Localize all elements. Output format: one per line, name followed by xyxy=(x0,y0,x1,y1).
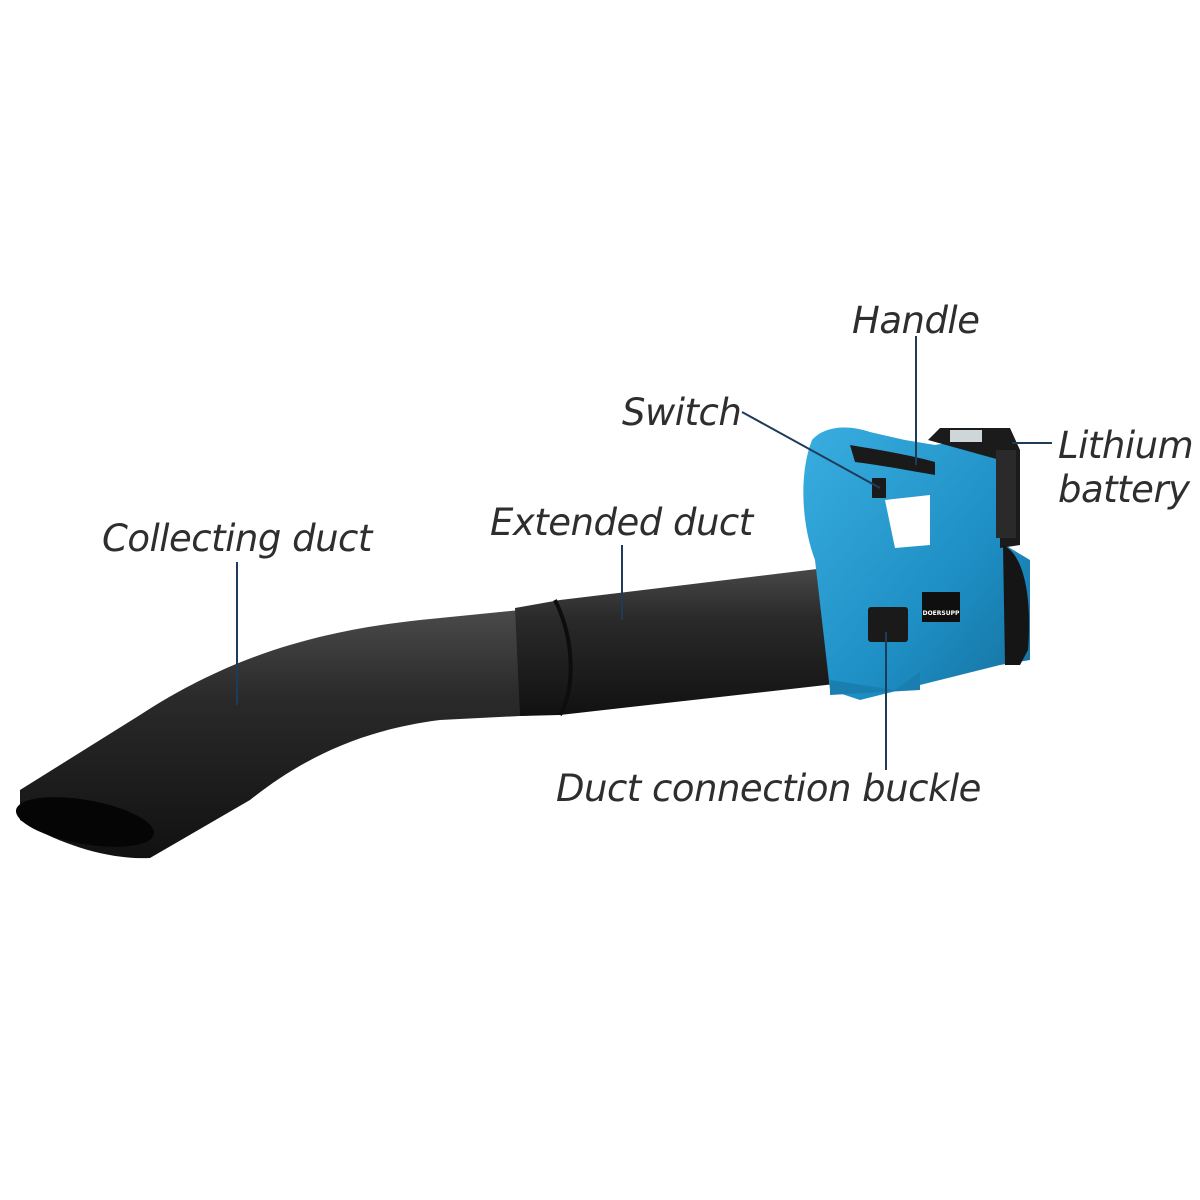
blower-body xyxy=(803,427,1030,700)
label-lithium-battery-line2: battery xyxy=(1058,468,1190,511)
handle-grip xyxy=(850,445,935,475)
label-lithium-battery-line1: Lithium xyxy=(1058,424,1194,467)
label-extended-duct: Extended duct xyxy=(490,501,753,544)
duct-opening xyxy=(15,797,155,847)
handle-opening xyxy=(885,495,930,548)
rear-cap xyxy=(1003,545,1030,665)
label-collecting-duct: Collecting duct xyxy=(102,517,372,560)
extended-duct xyxy=(515,565,870,716)
duct-connection-buckle xyxy=(868,607,908,642)
brand-logo: DOERSUPP xyxy=(923,610,960,617)
label-switch: Switch xyxy=(622,391,742,434)
switch-leader xyxy=(741,411,881,489)
leader-lines xyxy=(236,336,1052,770)
collecting-duct xyxy=(20,610,540,859)
label-duct-connection-buckle: Duct connection buckle xyxy=(556,767,981,810)
label-handle: Handle xyxy=(852,299,980,342)
